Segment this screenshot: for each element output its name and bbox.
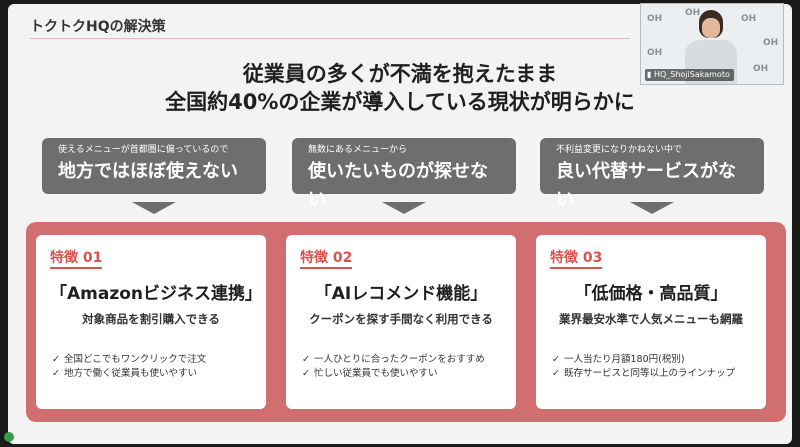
feature-2-subtitle: クーポンを探す手間なく利用できる <box>309 312 493 326</box>
backdrop-logo: OH <box>753 64 769 74</box>
feature-2-title: 「AIレコメンド機能」 <box>314 284 488 304</box>
slide-headline: 従業員の多くが不満を抱えたまま 全国約40%の企業が導入している現状が明らかに <box>8 60 792 116</box>
feature-1-label: 特徴 01 <box>50 249 103 269</box>
check-icon: ✓ <box>52 354 60 365</box>
participant-face <box>702 18 720 38</box>
down-arrow-icon <box>382 202 426 214</box>
feature-1-subtitle: 対象商品を割引購入できる <box>82 312 220 326</box>
feature-3-label: 特徴 03 <box>550 249 603 269</box>
down-arrow-icon <box>630 202 674 214</box>
backdrop-logo: OH <box>685 8 701 18</box>
feature-card-2: 特徴 02 「AIレコメンド機能」 クーポンを探す手間なく利用できる ✓一人ひと… <box>286 235 516 409</box>
problem-box-2: 無数にあるメニューから 使いたいものが探せない <box>292 138 516 210</box>
problem-1-context: 使えるメニューが首都圏に偏っているので <box>58 145 229 155</box>
problem-2-context: 無数にあるメニューから <box>308 145 408 155</box>
feature-1-title: 「Amazonビジネス連携」 <box>50 284 263 304</box>
list-item: ✓地方で働く従業員も使いやすい <box>52 368 198 379</box>
backdrop-logo: OH <box>647 48 663 58</box>
feature-1-bullets: ✓全国どこでもワンクリックで注文 ✓地方で働く従業員も使いやすい <box>52 353 206 381</box>
list-item: ✓一人ひとりに合ったクーポンをおすすめ <box>302 354 485 365</box>
feature-3-title: 「低価格・高品質」 <box>574 284 728 304</box>
problem-3-context: 不利益変更になりかねない中で <box>556 145 683 155</box>
problem-3-statement: 良い代替サービスがない <box>556 161 736 210</box>
title-divider <box>30 38 630 39</box>
backdrop-logo: OH <box>647 14 663 24</box>
annotation-pen-icon[interactable] <box>4 432 14 442</box>
feature-2-label: 特徴 02 <box>300 249 353 269</box>
headline-line-1: 従業員の多くが不満を抱えたまま <box>242 62 558 86</box>
list-item: ✓一人当たり月額180円(税別) <box>552 354 685 365</box>
check-icon: ✓ <box>552 368 560 379</box>
feature-card-3: 特徴 03 「低価格・高品質」 業界最安水準で人気メニューも網羅 ✓一人当たり月… <box>536 235 766 409</box>
problem-1-statement: 地方ではほぼ使えない <box>58 161 238 182</box>
problem-2-statement: 使いたいものが探せない <box>308 161 488 210</box>
list-item: ✓既存サービスと同等以上のラインナップ <box>552 368 736 379</box>
backdrop-logo: OH <box>741 14 757 24</box>
feature-3-bullets: ✓一人当たり月額180円(税別) ✓既存サービスと同等以上のラインナップ <box>552 353 735 381</box>
list-item: ✓忙しい従業員でも使いやすい <box>302 368 438 379</box>
feature-2-bullets: ✓一人ひとりに合ったクーポンをおすすめ ✓忙しい従業員でも使いやすい <box>302 353 485 381</box>
problem-box-1: 使えるメニューが首都圏に偏っているので 地方ではほぼ使えない <box>42 138 266 194</box>
check-icon: ✓ <box>552 354 560 365</box>
check-icon: ✓ <box>302 368 310 379</box>
feature-3-subtitle: 業界最安水準で人気メニューも網羅 <box>559 312 743 326</box>
feature-card-1: 特徴 01 「Amazonビジネス連携」 対象商品を割引購入できる ✓全国どこで… <box>36 235 266 409</box>
problem-box-3: 不利益変更になりかねない中で 良い代替サービスがない <box>540 138 764 210</box>
participant-name-label: ▮ HQ_ShojiSakamoto <box>645 69 734 81</box>
slide-section-title: トクトクHQの解決策 <box>30 19 166 35</box>
headline-line-2: 全国約40%の企業が導入している現状が明らかに <box>165 90 635 114</box>
list-item: ✓全国どこでもワンクリックで注文 <box>52 354 207 365</box>
mic-icon: ▮ <box>647 70 652 79</box>
check-icon: ✓ <box>52 368 60 379</box>
participant-video-tile[interactable]: OH OH OH OH OH OH ▮ HQ_ShojiSakamoto <box>640 3 784 85</box>
backdrop-logo: OH <box>763 38 779 48</box>
check-icon: ✓ <box>302 354 310 365</box>
down-arrow-icon <box>132 202 176 214</box>
